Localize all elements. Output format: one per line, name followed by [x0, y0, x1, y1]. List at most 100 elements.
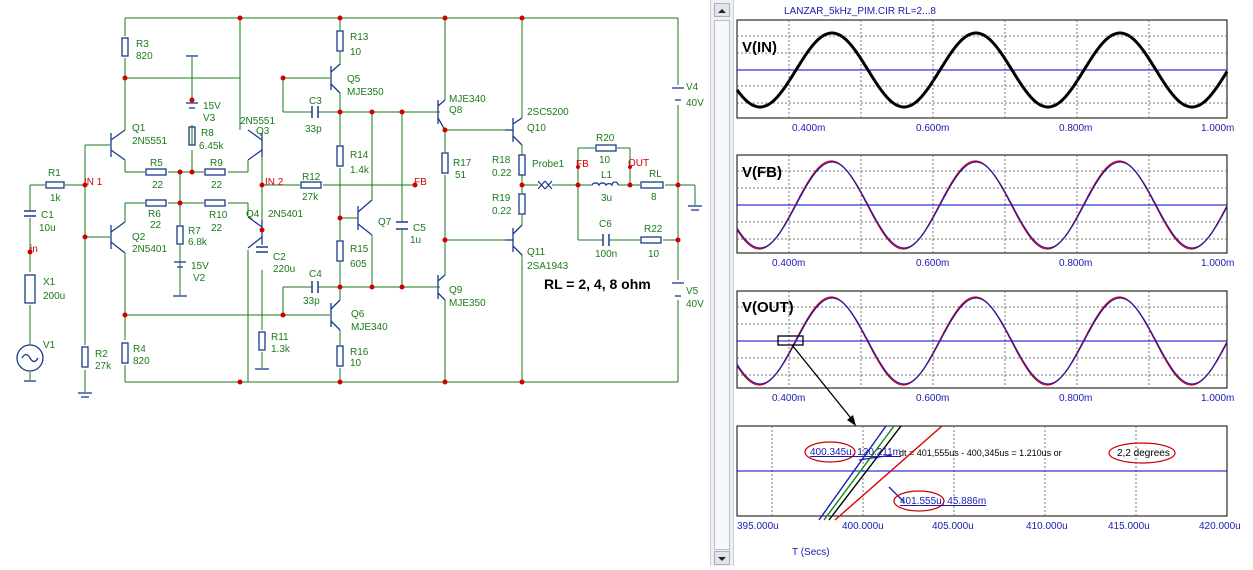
component-label: C1	[41, 210, 54, 221]
component-label: Q4	[246, 209, 260, 220]
panel-zoom-ticks: 395.000u 400.000u 405.000u 410.000u 415.…	[737, 521, 1241, 532]
component-label: RL	[649, 169, 662, 180]
component-label: 820	[133, 356, 150, 367]
component-label: V2	[193, 273, 206, 284]
zoom-trace-black	[828, 425, 902, 521]
component-label: in	[30, 244, 38, 255]
component-label: V4	[686, 82, 699, 93]
component-label: 2N5401	[268, 209, 303, 220]
trace-vout-blue	[736, 297, 1228, 385]
degrees-text: 2,2 degrees	[1117, 448, 1170, 459]
component-label: R12	[302, 172, 321, 183]
tick: 0.600m	[916, 393, 949, 404]
component-label: V3	[203, 113, 216, 124]
component-label: MJE350	[347, 87, 384, 98]
component-label: 33p	[305, 124, 322, 135]
tick: 1.000m	[1201, 123, 1234, 134]
component-label: 15V	[191, 261, 209, 272]
panel-vfb: V(FB) 0.400m 0.600m 0.800m 1.000m	[736, 154, 1234, 269]
scroll-thumb[interactable]	[714, 20, 730, 550]
grounds	[24, 205, 702, 398]
component-label: 1k	[50, 193, 62, 204]
panel-vout-label: V(OUT)	[742, 299, 794, 316]
component-label: Q5	[347, 74, 361, 85]
component-label: 3u	[601, 193, 612, 204]
panel-vin-label: V(IN)	[742, 39, 777, 56]
inductor-l1	[591, 181, 619, 187]
component-label: 22	[152, 180, 164, 191]
component-label: 2N5551	[132, 136, 167, 147]
component-label: 0.22	[492, 206, 512, 217]
component-label: MJE340	[351, 322, 388, 333]
component-label: 8	[651, 192, 657, 203]
component-label: R9	[210, 158, 223, 169]
scroll-up-button[interactable]	[714, 3, 730, 17]
component-label: 2SC5200	[527, 107, 569, 118]
component-label: 33p	[303, 296, 320, 307]
tick: 405.000u	[932, 521, 974, 532]
component-label: 40V	[686, 299, 704, 310]
component-label: R7	[188, 226, 201, 237]
scroll-down-button[interactable]	[714, 551, 730, 565]
component-label: C2	[273, 252, 286, 263]
x-axis-label: T (Secs)	[792, 547, 830, 558]
tick: 1.000m	[1201, 393, 1234, 404]
degrees-ellipse	[1108, 442, 1176, 464]
component-label: IN 1	[84, 177, 103, 188]
panel-zoom: 400.345u, 120.211m 401.555u, 45.886m dt …	[736, 425, 1241, 558]
component-label: R1	[48, 168, 61, 179]
panel-vfb-grid	[737, 155, 1227, 253]
component-label: C4	[309, 269, 322, 280]
component-label: R5	[150, 158, 163, 169]
tick: 0.800m	[1059, 393, 1092, 404]
component-label: 10	[648, 249, 660, 260]
tick: 400.000u	[842, 521, 884, 532]
component-label: 820	[136, 51, 153, 62]
component-label: 27k	[302, 192, 319, 203]
component-label: 100n	[595, 249, 617, 260]
panel-vin: V(IN) 0.400m 0.600m 0.800m 1.000m	[735, 19, 1234, 134]
panel-vout: V(OUT) 0.400m 0.600m 0.800m 1.000m	[736, 290, 1234, 404]
component-label: Probe1	[532, 159, 565, 170]
component-label: Q7	[378, 217, 392, 228]
component-label: 0.22	[492, 168, 512, 179]
tick: 0.800m	[1059, 123, 1092, 134]
component-label: 2N5551	[240, 116, 275, 127]
panel-vin-ticks: 0.400m 0.600m 0.800m 1.000m	[792, 123, 1234, 134]
component-label: 10	[350, 358, 362, 369]
waveform-plots: LANZAR_5kHz_PIM.CIR RL=2...8 V(IN) 0.400…	[735, 6, 1241, 558]
callout2-ellipse	[893, 490, 945, 512]
component-label: 1.3k	[271, 344, 291, 355]
component-label: V5	[686, 286, 699, 297]
component-label: R10	[209, 210, 228, 221]
component-label: R3	[136, 39, 149, 50]
zoom-arrow	[791, 344, 855, 423]
component-label: R22	[644, 224, 663, 235]
vertical-scrollbar[interactable]	[710, 0, 734, 566]
component-label: 10	[599, 155, 611, 166]
component-label: Q1	[132, 123, 146, 134]
component-label: C3	[309, 96, 322, 107]
component-label: 40V	[686, 98, 704, 109]
junction-dots	[27, 15, 681, 385]
tick: 1.000m	[1201, 258, 1234, 269]
component-label: V1	[43, 340, 56, 351]
component-label: Q11	[527, 247, 546, 258]
component-label: R11	[271, 332, 289, 343]
component-label: 10u	[39, 223, 56, 234]
tick: 420.000u	[1199, 521, 1241, 532]
resistors	[45, 30, 664, 368]
dt-text: dt = 401,555us - 400,345us = 1.210us or	[899, 448, 1062, 458]
tick: 0.800m	[1059, 258, 1092, 269]
component-label: 22	[150, 220, 162, 231]
panel-vout-frame	[736, 290, 1228, 389]
component-label: 15V	[203, 101, 221, 112]
chevron-down-icon	[718, 557, 726, 561]
zoom-box	[777, 335, 804, 346]
component-label: 2N5401	[132, 244, 167, 255]
callout1-leader	[858, 454, 893, 461]
component-label: 10	[350, 47, 362, 58]
component-label: 51	[455, 170, 467, 181]
tick: 0.400m	[772, 393, 805, 404]
